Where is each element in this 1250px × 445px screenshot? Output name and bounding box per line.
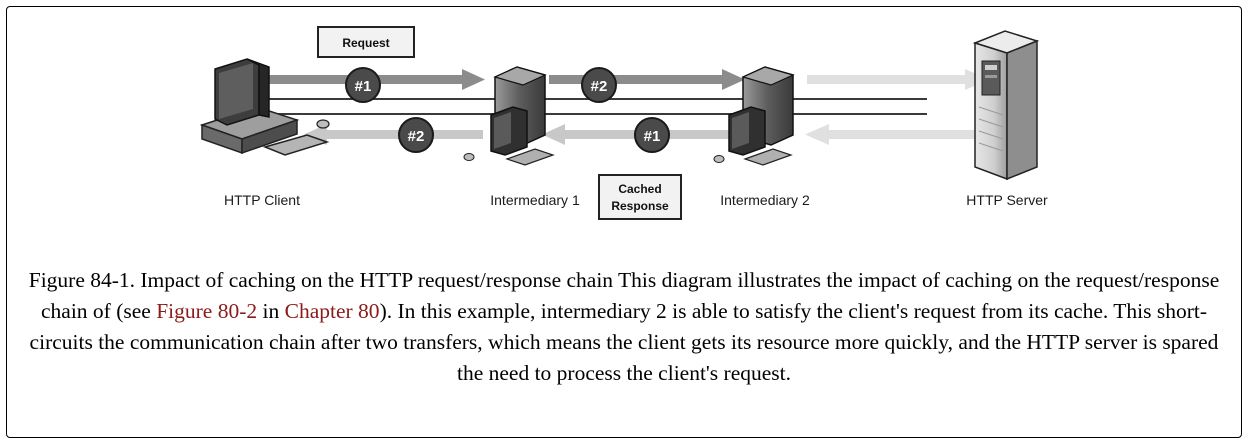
http-server-label: HTTP Server (966, 192, 1048, 208)
cached-response-line2: Response (611, 199, 669, 213)
intermediary2-label: Intermediary 2 (720, 192, 810, 208)
response-arrow-intermediary1-to-client (304, 124, 483, 145)
svg-text:#1: #1 (644, 128, 661, 145)
request-arrow-intermediary1-to-intermediary2 (549, 69, 745, 90)
cached-response-line1: Cached (618, 182, 661, 196)
intermediary1-computer-icon (463, 66, 555, 166)
request-label-box: Request (317, 26, 415, 58)
caption-text-part1: Figure 84-1. Impact of caching on the HT… (28, 268, 1220, 323)
response-arrow-server-to-intermediary2-unused (805, 124, 992, 145)
intermediary2-computer-icon (713, 66, 795, 166)
figure-caption: Figure 84-1. Impact of caching on the HT… (21, 265, 1227, 389)
figure-80-2-link[interactable]: Figure 80-2 (156, 299, 258, 323)
caption-text-part3: ). In this example, intermediary 2 is ab… (29, 299, 1219, 385)
step-badge-response-1: #1 (634, 117, 670, 153)
svg-text:#1: #1 (355, 78, 372, 95)
svg-text:#2: #2 (591, 78, 608, 95)
step-badge-request-1: #1 (345, 67, 381, 103)
cached-response-box: Cached Response (598, 174, 682, 220)
http-server-rack-icon (972, 30, 1040, 181)
request-label: Request (342, 36, 389, 50)
step-badge-response-2: #2 (398, 117, 434, 153)
svg-text:#2: #2 (408, 128, 425, 145)
caching-chain-diagram: Request Cached Response #1 #2 #2 #1 (199, 26, 1048, 220)
step-badge-request-2: #2 (581, 67, 617, 103)
figure-frame: Request Cached Response #1 #2 #2 #1 (6, 6, 1242, 438)
intermediary1-label: Intermediary 1 (490, 192, 580, 208)
caption-text-part2: in (257, 299, 285, 323)
request-arrow-intermediary2-to-server-unused (807, 69, 989, 90)
http-client-label: HTTP Client (224, 192, 300, 208)
http-client-computer-icon (199, 58, 330, 156)
chapter-80-link[interactable]: Chapter 80 (284, 299, 380, 323)
